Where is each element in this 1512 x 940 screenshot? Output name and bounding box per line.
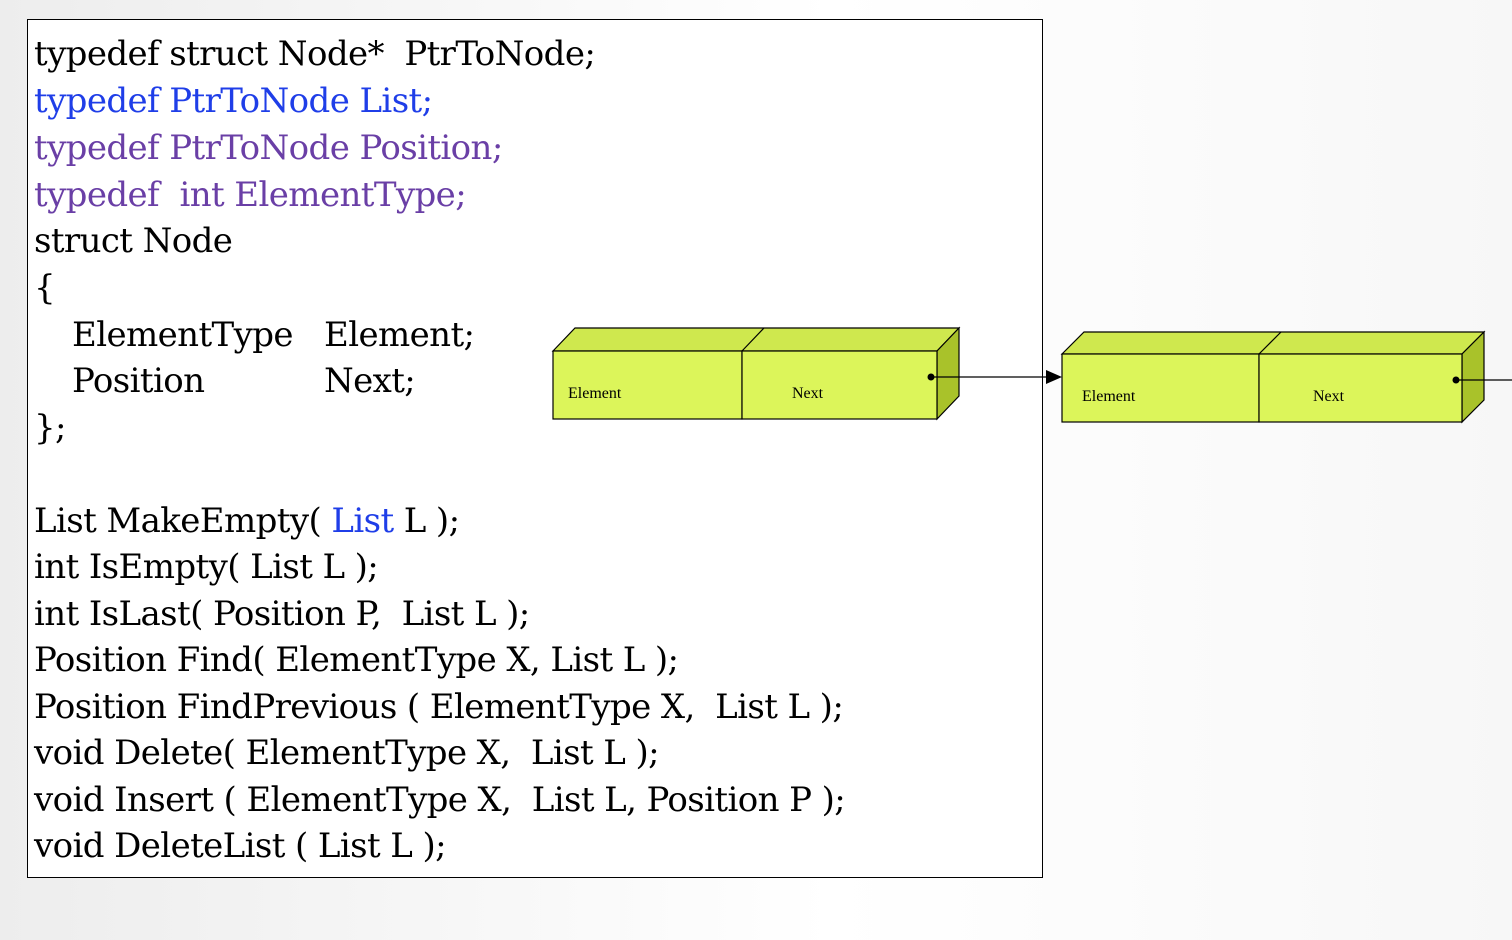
code-line-field-type-element: ElementType [72, 315, 294, 355]
code-line-field-type-position: Position [72, 361, 205, 401]
list-node-1: Element Next [551, 326, 961, 421]
code-line-typedef-position: typedef PtrToNode Position; [34, 128, 503, 168]
code-line-struct-node: struct Node [34, 221, 233, 261]
code-line-find-previous: Position FindPrevious ( ElementType X, L… [34, 687, 844, 727]
node-1-next-cell [741, 350, 938, 420]
code-line-close-brace: }; [34, 408, 66, 448]
make-empty-list-keyword: List [331, 501, 394, 541]
make-empty-prefix: List MakeEmpty( [34, 501, 332, 541]
node-2-top-divider [1258, 331, 1282, 355]
node-2-next-cell [1258, 353, 1463, 423]
node-1-element-label: Element [568, 385, 622, 402]
code-line-typedef-node-ptr: typedef struct Node* PtrToNode; [34, 34, 596, 74]
code-line-make-empty: List MakeEmpty( List L ); [34, 501, 460, 541]
code-line-delete: void Delete( ElementType X, List L ); [34, 733, 660, 773]
node-2-next-label: Next [1313, 388, 1345, 405]
node-2-element-label: Element [1082, 388, 1136, 405]
node-2-top-face [1060, 331, 1486, 355]
make-empty-suffix: L ); [393, 501, 460, 541]
code-line-field-name-next: Next; [324, 361, 416, 401]
code-line-field-name-element: Element; [324, 315, 475, 355]
code-line-is-last: int IsLast( Position P, List L ); [34, 594, 530, 634]
node-1-next-label: Next [792, 385, 824, 402]
code-line-typedef-list: typedef PtrToNode List; [34, 81, 433, 121]
node-1-top-face [551, 327, 961, 352]
code-line-find: Position Find( ElementType X, List L ); [34, 640, 679, 680]
node-1-top-divider [741, 327, 765, 352]
code-line-is-empty: int IsEmpty( List L ); [34, 547, 379, 587]
code-panel: typedef struct Node* PtrToNode; typedef … [27, 19, 1043, 878]
code-line-insert: void Insert ( ElementType X, List L, Pos… [34, 780, 846, 820]
code-line-delete-list: void DeleteList ( List L ); [34, 826, 447, 866]
code-line-typedef-elementtype: typedef int ElementType; [34, 175, 467, 215]
node-1-to-node-2-arrow-head [1046, 370, 1062, 384]
code-line-open-brace: { [34, 268, 56, 308]
list-node-2: Element Next [1060, 330, 1486, 424]
